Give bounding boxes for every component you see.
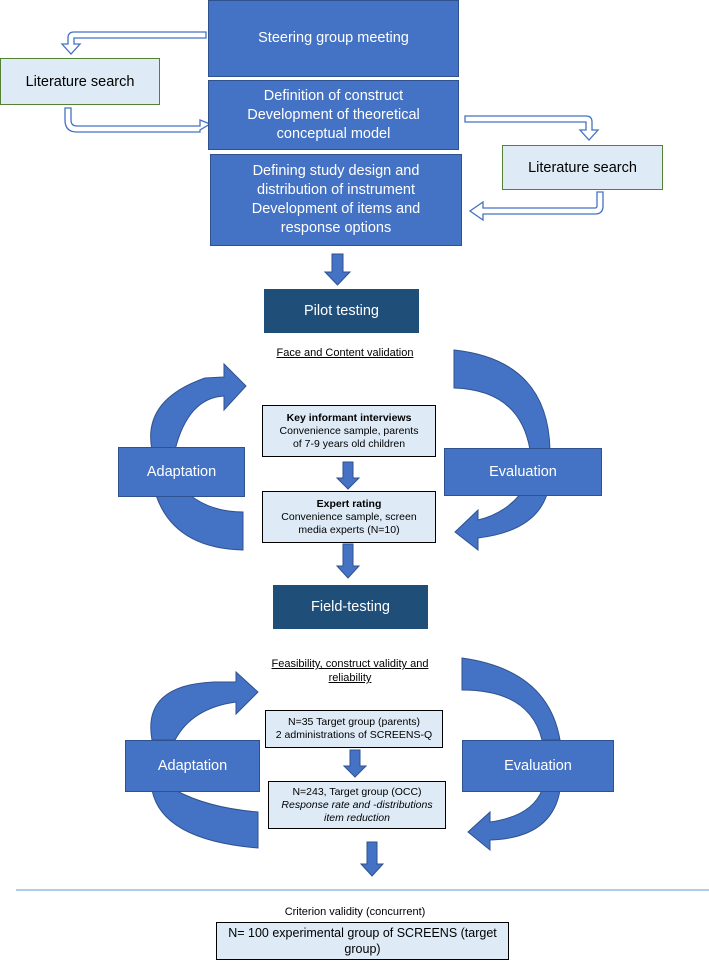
n35-line-2: 2 administrations of SCREENS-Q (275, 729, 433, 741)
curved-arrow-top-right-1 (453, 349, 551, 451)
curved-arrow-top-right-2 (461, 657, 561, 741)
n243-box: N=243, Target group (OCC) Response rate … (268, 781, 446, 829)
adaptation-label-2: Adaptation (157, 758, 228, 774)
expert-rating-box: Expert rating Convenience sample, screen… (262, 491, 436, 543)
curved-arrow-up-left-2 (150, 670, 259, 741)
arrow-lit-left-to-definition (64, 107, 212, 133)
expert-rating-line-2: media experts (N=10) (298, 523, 400, 536)
expert-rating-title: Expert rating (316, 497, 382, 510)
criterion-line-1: N= 100 experimental group of SCREENS (ta… (228, 926, 497, 940)
n35-line-1: N=35 Target group (parents) (287, 716, 420, 728)
design-line-2: distribution of instrument (257, 182, 415, 198)
curved-arrow-down-left-2 (151, 789, 259, 849)
definition-box: Definition of construct Development of t… (208, 80, 459, 150)
feasibility-heading: Feasibility, construct validity and reli… (271, 658, 429, 684)
criterion-line-2: group) (344, 942, 381, 956)
adaptation-box-1: Adaptation (118, 447, 245, 497)
field-label: Field-testing (311, 599, 390, 615)
key-informant-line-1: Convenience sample, parents (279, 424, 419, 437)
arrow-down-5 (359, 841, 385, 877)
criterion-box: N= 100 experimental group of SCREENS (ta… (216, 922, 509, 960)
evaluation-label-2: Evaluation (504, 758, 572, 774)
definition-line-3: conceptual model (276, 125, 391, 142)
design-box: Defining study design and distribution o… (210, 154, 462, 246)
adaptation-box-2: Adaptation (125, 740, 260, 792)
key-informant-line-2: of 7-9 years old children (292, 437, 406, 450)
key-informant-title: Key informant interviews (286, 411, 412, 424)
literature-search-left: Literature search (0, 58, 160, 105)
pilot-label: Pilot testing (304, 303, 379, 319)
n243-italic-1: Response rate and -distributions (281, 798, 433, 811)
evaluation-box-1: Evaluation (444, 448, 602, 496)
curved-arrow-down-right-2 (467, 789, 561, 852)
key-informant-box: Key informant interviews Convenience sam… (262, 405, 436, 457)
arrow-lit-right-to-design (468, 191, 604, 222)
curved-arrow-up-left-1 (150, 362, 247, 451)
lit-right-label: Literature search (528, 159, 637, 176)
expert-rating-line-1: Convenience sample, screen (281, 510, 417, 523)
design-line-1: Defining study design and (252, 163, 420, 179)
steering-label: Steering group meeting (258, 30, 409, 46)
n243-italic-2: item reduction (324, 811, 390, 824)
design-line-4: response options (280, 220, 392, 236)
criterion-heading: Criterion validity (concurrent) (284, 906, 426, 918)
literature-search-right: Literature search (502, 145, 663, 190)
lit-left-label: Literature search (25, 73, 135, 90)
curved-arrow-down-right-1 (454, 479, 551, 552)
pilot-testing-box: Pilot testing (264, 289, 419, 333)
arrow-down-4 (342, 749, 368, 778)
arrow-down-1 (323, 253, 352, 286)
evaluation-label-1: Evaluation (489, 464, 557, 480)
definition-line-1: Definition of construct (263, 87, 404, 104)
n35-box: N=35 Target group (parents) 2 administra… (265, 710, 443, 748)
arrow-down-2 (335, 461, 361, 490)
n243-line-1: N=243, Target group (OCC) (292, 785, 422, 798)
arrow-definition-to-lit-right (464, 115, 600, 141)
face-content-heading: Face and Content validation (276, 347, 414, 359)
field-testing-box: Field-testing (273, 585, 428, 629)
evaluation-box-2: Evaluation (462, 740, 614, 792)
design-line-3: Development of items and (251, 201, 421, 217)
arrow-steering-to-lit-left (60, 31, 207, 55)
definition-line-2: Development of theoretical (247, 106, 420, 123)
adaptation-label-1: Adaptation (146, 464, 217, 480)
steering-box: Steering group meeting (208, 0, 459, 77)
arrow-down-3 (335, 543, 361, 579)
